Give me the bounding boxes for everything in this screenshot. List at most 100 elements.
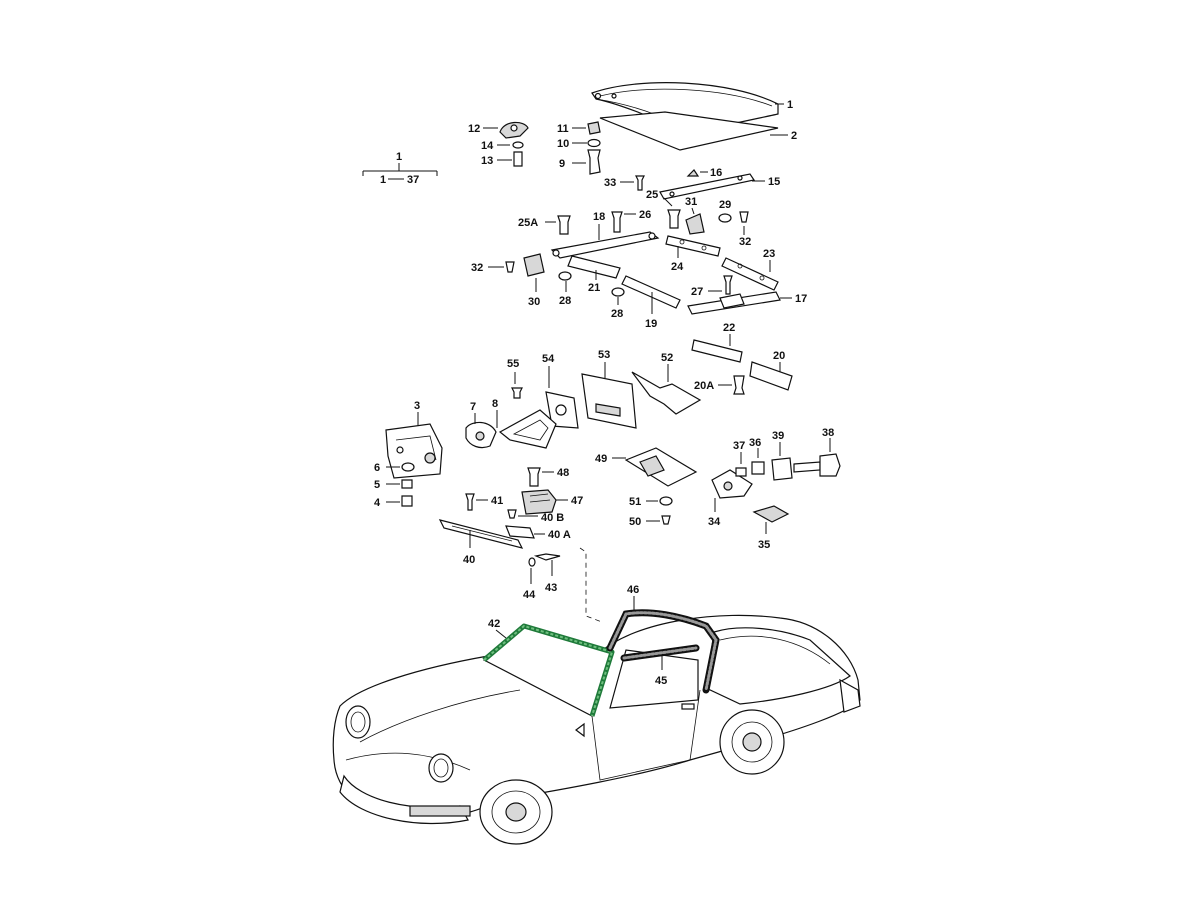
- pin-26: [611, 211, 623, 233]
- screw-41: [465, 493, 475, 511]
- range-top-label: 1: [396, 151, 402, 163]
- callout-30: 30: [528, 296, 540, 308]
- car-body: [332, 614, 861, 845]
- windshield-seal-42: [482, 623, 615, 717]
- callout-33: 33: [604, 177, 616, 189]
- trim-strip-40: [438, 519, 524, 549]
- hinge-bar-23: [721, 257, 779, 291]
- bracket-31: [685, 213, 705, 235]
- callout-50: 50: [629, 516, 641, 528]
- callout-46: 46: [627, 584, 639, 596]
- callout-55: 55: [507, 358, 519, 370]
- latch-assembly-3: [385, 423, 443, 479]
- grommet-29: [718, 213, 732, 223]
- washer-14: [512, 141, 524, 149]
- callout-40a: 40 A: [548, 529, 571, 541]
- callout-48: 48: [557, 467, 569, 479]
- callout-19: 19: [645, 318, 657, 330]
- callout-26: 26: [639, 209, 651, 221]
- callout-27: 27: [691, 286, 703, 298]
- callout-4: 4: [374, 497, 381, 509]
- nut-6: [401, 462, 415, 472]
- callout-44: 44: [523, 589, 536, 601]
- callout-47: 47: [571, 495, 583, 507]
- callout-5: 5: [374, 479, 380, 491]
- callout-45: 45: [655, 675, 667, 687]
- callout-32-left: 32: [471, 262, 483, 274]
- callout-8: 8: [492, 398, 498, 410]
- link-bar-19: [621, 275, 681, 309]
- bracket-40a: [505, 525, 535, 539]
- screw-32-right: [739, 211, 749, 223]
- callout-20: 20: [773, 350, 785, 362]
- spacer-5: [401, 479, 413, 489]
- washer-10: [587, 138, 601, 148]
- range-to-label: 37: [407, 174, 419, 186]
- callout-43: 43: [545, 582, 557, 594]
- washer-51: [659, 496, 673, 506]
- callout-11: 11: [557, 123, 569, 135]
- roof-liner-panel: [599, 111, 779, 151]
- range-bracket: 1 1 37: [362, 151, 438, 186]
- callout-16: 16: [710, 167, 722, 179]
- callout-32-right: 32: [739, 236, 751, 248]
- screw-40b: [507, 509, 517, 519]
- clip-16: [686, 169, 700, 177]
- pin-25: [667, 209, 681, 229]
- clip-11: [587, 121, 601, 135]
- callout-2: 2: [791, 130, 797, 142]
- bracket-22: [691, 339, 743, 363]
- bolt-20a: [733, 375, 745, 395]
- callout-36: 36: [749, 437, 761, 449]
- callout-42: 42: [488, 618, 500, 630]
- callout-21: 21: [588, 282, 600, 294]
- door-seal-45: [620, 644, 700, 662]
- callout-31: 31: [685, 196, 697, 208]
- lock-knob-7: [465, 421, 497, 449]
- crossbar-18: [550, 231, 660, 259]
- callout-23: 23: [763, 248, 775, 260]
- callout-15: 15: [768, 176, 780, 188]
- screw-32-left: [505, 261, 515, 273]
- screw-50: [661, 515, 671, 525]
- lock-lever-8: [498, 409, 557, 449]
- washer-37: [735, 467, 747, 477]
- callout-25: 25: [646, 189, 658, 201]
- screw-36: [751, 461, 765, 475]
- block-47: [521, 489, 557, 515]
- callout-29: 29: [719, 199, 731, 211]
- screw-33: [635, 175, 645, 191]
- bracket-49: [624, 447, 698, 487]
- range-from-label: 1: [380, 174, 386, 186]
- bolt-38: [793, 453, 841, 477]
- cover-53-slot: [595, 403, 621, 417]
- assembly-guide-line: [579, 547, 603, 623]
- callout-24: 24: [671, 261, 684, 273]
- callout-10: 10: [557, 138, 569, 150]
- hinge-bar-24: [665, 235, 721, 257]
- callout-13: 13: [481, 155, 493, 167]
- screw-48: [527, 467, 541, 487]
- clip-bracket-12: [499, 121, 529, 139]
- callout-51: 51: [629, 496, 641, 508]
- callout-28-right: 28: [611, 308, 623, 320]
- callout-22: 22: [723, 322, 735, 334]
- screw-4: [401, 495, 413, 507]
- callout-34: 34: [708, 516, 721, 528]
- callout-6: 6: [374, 462, 380, 474]
- rear-rail-17: [687, 291, 781, 315]
- callout-53: 53: [598, 349, 610, 361]
- callout-7: 7: [470, 401, 476, 413]
- bracket-52: [631, 371, 702, 415]
- screw-13: [513, 151, 523, 167]
- callout-1: 1: [787, 99, 793, 111]
- wedge-35: [752, 505, 790, 523]
- trim-54-hole: [555, 404, 567, 416]
- front-rail-15: [659, 173, 755, 200]
- plate-39: [771, 457, 793, 481]
- plug-9: [587, 149, 601, 175]
- callout-40b: 40 B: [541, 512, 564, 524]
- callout-35: 35: [758, 539, 770, 551]
- callout-40: 40: [463, 554, 475, 566]
